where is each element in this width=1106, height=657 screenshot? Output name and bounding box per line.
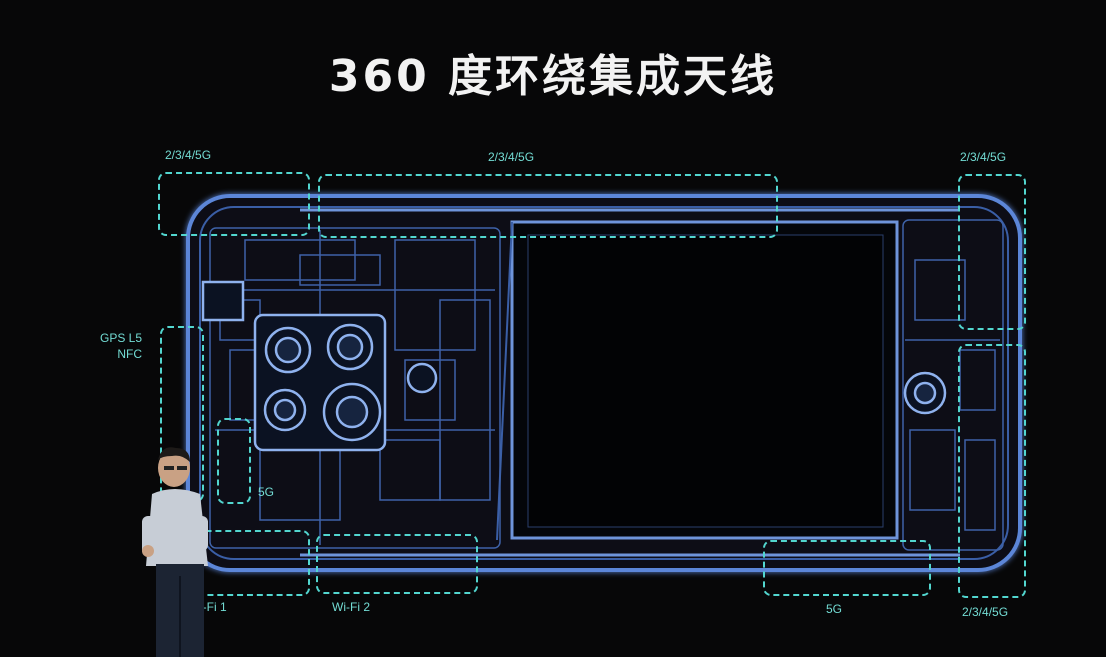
label-left-side: GPS L5 NFC: [100, 331, 143, 361]
antenna-zone-bottom-right: [763, 540, 931, 596]
antenna-zone-bottom-center: [316, 534, 478, 594]
slide-title: 360 度环绕集成天线: [328, 51, 778, 102]
label-bottom-center: Wi-Fi 2: [332, 600, 370, 614]
label-top-left: 2/3/4/5G: [165, 148, 212, 162]
label-left-inner: 5G: [258, 485, 275, 499]
antenna-zone-top-left: [158, 172, 310, 236]
presenter-figure: [142, 447, 208, 657]
label-bottom-far-right: 2/3/4/5G: [962, 605, 1009, 619]
antenna-zone-left-inner: [217, 418, 251, 504]
antenna-zone-top-center: [318, 174, 778, 238]
label-top-right: 2/3/4/5G: [960, 150, 1007, 164]
antenna-zone-right-side: [958, 344, 1026, 598]
antenna-zone-top-right: [958, 174, 1026, 330]
label-top-center: 2/3/4/5G: [488, 150, 535, 164]
label-bottom-right: 5G: [826, 602, 843, 616]
